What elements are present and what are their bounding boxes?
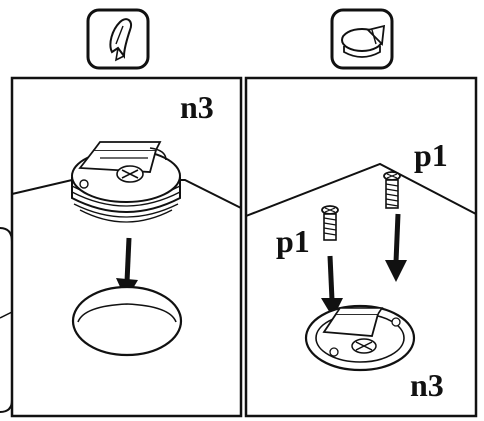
- adjacent-panel-line: [0, 311, 13, 319]
- screw-arrow-right-icon: [385, 213, 407, 282]
- part-label-p1-side: p1: [276, 223, 310, 259]
- cam-lock-fitting: [71, 141, 181, 223]
- part-label-n3-right: n3: [410, 367, 444, 403]
- rotation-arrow-icon: [330, 8, 394, 70]
- installed-cam-fitting: [304, 304, 416, 372]
- pencil-mark-icon: [86, 8, 150, 70]
- mounting-hole: [71, 285, 183, 357]
- step-panel-right: p1 p1 n3: [244, 8, 478, 418]
- step-panel-left: n3: [10, 8, 243, 418]
- adjacent-panel-edge: [0, 227, 13, 413]
- screw-arrow-left-icon: [321, 255, 343, 318]
- screw-p1-left: [321, 205, 339, 241]
- part-label-n3: n3: [180, 89, 214, 125]
- surface-edge-right: [245, 162, 477, 217]
- screw-p1-right: [383, 171, 401, 209]
- part-label-p1-top: p1: [414, 137, 448, 173]
